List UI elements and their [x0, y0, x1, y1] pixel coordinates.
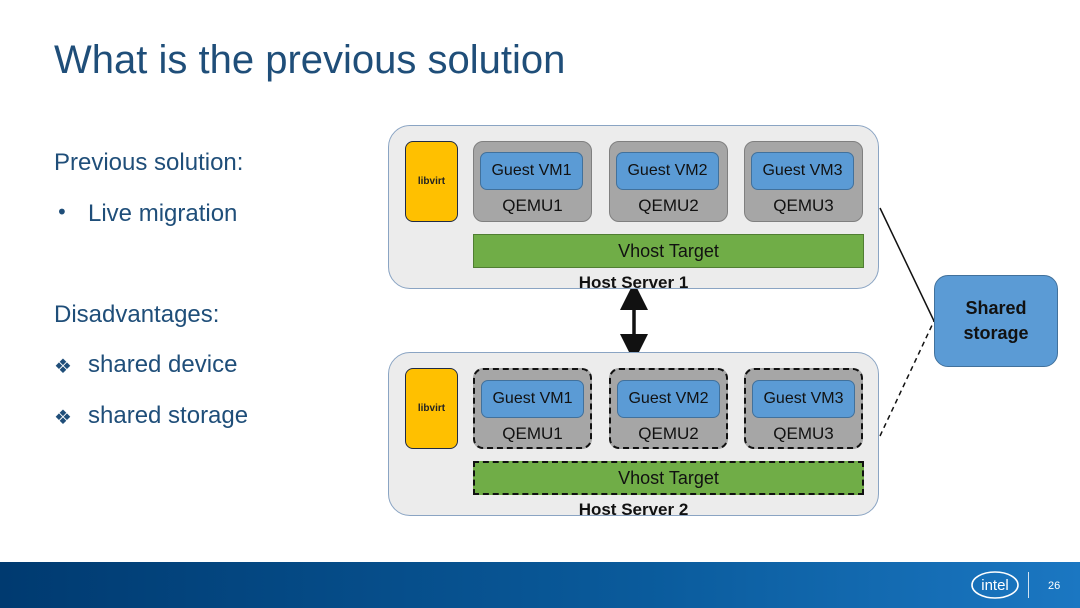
qemu-box: Guest VM1 QEMU1	[473, 368, 592, 449]
qemu-box: Guest VM2 QEMU2	[609, 368, 728, 449]
host1-storage-line	[879, 207, 935, 322]
libvirt-box: libvirt	[405, 141, 458, 222]
qemu-label: QEMU3	[773, 424, 834, 443]
host-server-label: Host Server 2	[578, 500, 689, 519]
qemu-label: QEMU2	[638, 196, 699, 215]
shared-storage-box: Shared storage	[934, 275, 1058, 367]
qemu-box: Guest VM1 QEMU1	[473, 141, 592, 222]
qemu-box: Guest VM2 QEMU2	[609, 141, 728, 222]
qemu-label: QEMU2	[638, 424, 699, 443]
host-server-1: libvirt Guest VM1 QEMU1 Guest VM2 QEMU2 …	[388, 125, 879, 292]
guest-vm-box: Guest VM1	[480, 152, 583, 190]
guest-vm-box: Guest VM1	[481, 380, 584, 418]
disadvantage-item: shared device	[88, 351, 238, 378]
vhost-target-bar: Vhost Target	[473, 461, 864, 495]
footer-divider	[1028, 572, 1029, 598]
host2-storage-line	[879, 320, 935, 437]
intel-logo: intel	[970, 568, 1022, 607]
guest-vm-box: Guest VM2	[616, 152, 719, 190]
disadvantages-heading: Disadvantages:	[54, 301, 220, 328]
disadvantage-item: shared storage	[88, 402, 249, 429]
slide-title: What is the previous solution	[54, 38, 566, 82]
qemu-box: Guest VM3 QEMU3	[744, 141, 863, 222]
live-migration-item: Live migration	[88, 200, 238, 227]
storage-label-line1: Shared	[965, 298, 1027, 318]
qemu-label: QEMU1	[502, 424, 563, 443]
qemu-label: QEMU3	[773, 196, 834, 215]
host-server-2: libvirt Guest VM1 QEMU1 Guest VM2 QEMU2 …	[388, 352, 879, 519]
qemu-label: QEMU1	[502, 196, 563, 215]
diamond-bullet-icon: ❖	[54, 354, 72, 378]
page-number: 26	[1048, 580, 1061, 592]
guest-vm-box: Guest VM3	[752, 380, 855, 418]
guest-vm-box: Guest VM3	[751, 152, 854, 190]
libvirt-box: libvirt	[405, 368, 458, 449]
previous-solution-heading: Previous solution:	[54, 149, 244, 176]
vhost-target-bar: Vhost Target	[473, 234, 864, 268]
guest-vm-box: Guest VM2	[617, 380, 720, 418]
footer-bar	[0, 562, 1080, 608]
host-server-label: Host Server 1	[578, 273, 689, 292]
diamond-bullet-icon: ❖	[54, 405, 72, 429]
storage-label-line2: storage	[963, 323, 1029, 343]
intel-logo-text: intel	[981, 577, 1009, 594]
bullet-dot-icon: •	[56, 200, 68, 224]
qemu-box: Guest VM3 QEMU3	[744, 368, 863, 449]
